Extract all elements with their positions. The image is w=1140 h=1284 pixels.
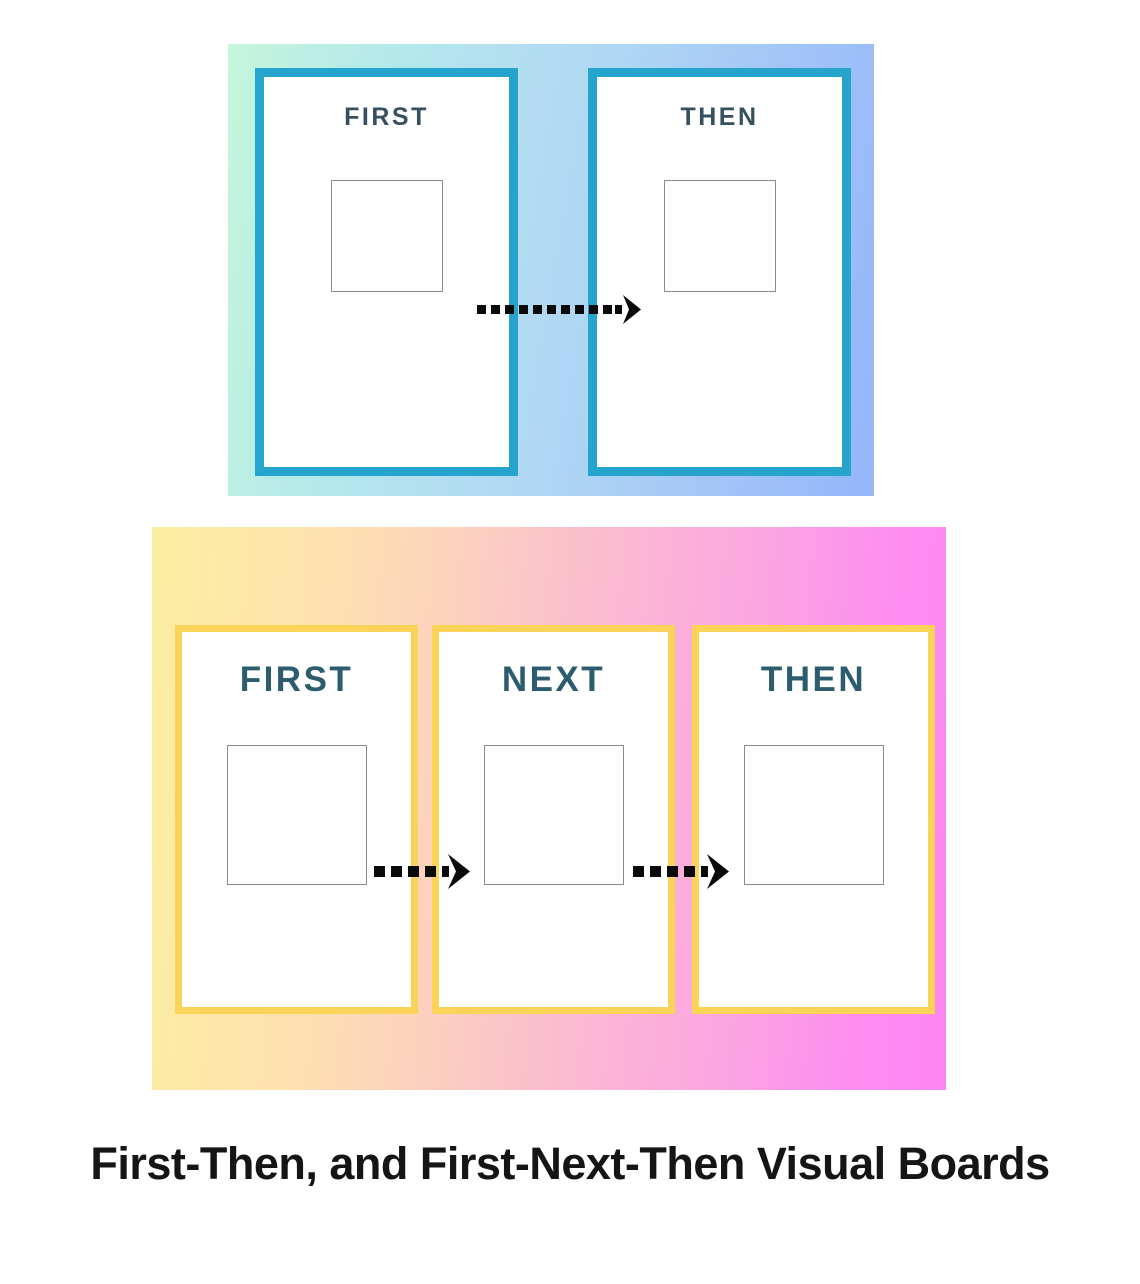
card-first-bottom[interactable]: FIRST: [175, 625, 418, 1014]
card-then-top[interactable]: THEN: [588, 68, 851, 476]
image-slot-then-top[interactable]: [663, 180, 776, 292]
image-slot-then-bottom[interactable]: [743, 745, 884, 885]
image-slot-first-bottom[interactable]: [226, 745, 367, 885]
dotted-arrow-right-icon-bottom-2: [633, 854, 729, 889]
first-next-then-board: FIRST NEXT THEN: [152, 527, 946, 1090]
card-then-bottom[interactable]: THEN: [692, 625, 935, 1014]
image-slot-first-top[interactable]: [330, 180, 443, 292]
card-label-next-bottom: NEXT: [501, 660, 606, 699]
dotted-arrow-right-icon-bottom-1: [374, 854, 470, 889]
card-label-then-top: THEN: [680, 103, 759, 131]
first-then-board: FIRST THEN: [228, 44, 874, 496]
card-first-top[interactable]: FIRST: [255, 68, 518, 476]
page-title: First-Then, and First-Next-Then Visual B…: [90, 1138, 1050, 1189]
dotted-arrow-right-icon-top: [477, 295, 641, 324]
card-next-bottom[interactable]: NEXT: [432, 625, 675, 1014]
card-label-then-bottom: THEN: [760, 660, 867, 699]
card-label-first-top: FIRST: [344, 103, 429, 131]
image-slot-next-bottom[interactable]: [483, 745, 624, 885]
card-label-first-bottom: FIRST: [239, 660, 354, 699]
